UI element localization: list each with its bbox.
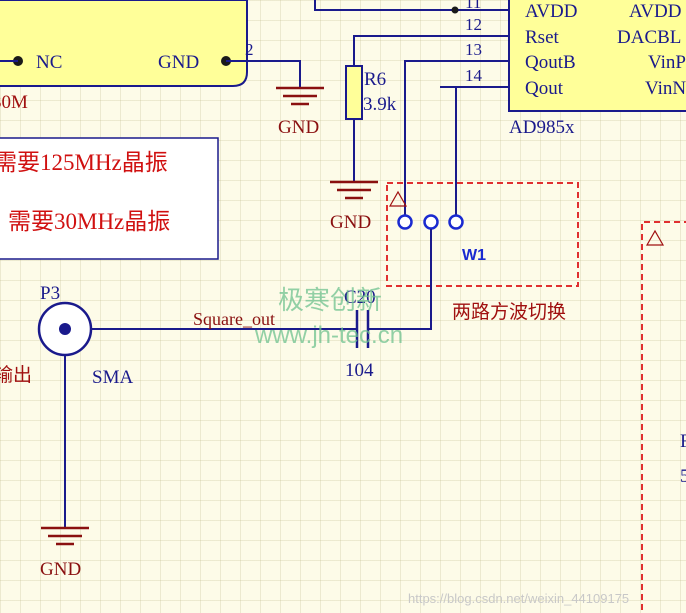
right-partial-label-1: F — [680, 431, 686, 452]
chip-pin-right-2: DACBL — [617, 27, 681, 48]
ground-symbol-r6 — [330, 180, 378, 200]
ground-label-r6: GND — [330, 212, 371, 233]
gnd-pin-label: GND — [158, 52, 199, 73]
osc-pin-number: 2 — [245, 40, 254, 59]
p3-type-label: SMA — [92, 367, 133, 388]
w1-pin-3[interactable] — [448, 214, 464, 230]
square-out-net-label: Square_out — [193, 309, 275, 329]
w1-ref-label: W1 — [462, 247, 486, 264]
w1-pin-2[interactable] — [423, 214, 439, 230]
chip-pin-left-14: Qout — [525, 78, 564, 99]
chip-pin-left-12: Rset — [525, 27, 560, 48]
c20-value-label: 104 — [345, 360, 374, 381]
ground-symbol-p3 — [41, 526, 89, 546]
jumper-w1[interactable] — [397, 214, 464, 230]
w1-to-c20-wire — [372, 229, 432, 330]
chip-pin-right-1: AVDD — [629, 1, 681, 22]
junction-dot-avdd — [451, 6, 459, 14]
chip-pin-right-3: VinP — [648, 52, 686, 73]
chip-pin-num-14: 14 — [465, 66, 483, 85]
ad985x-chip[interactable]: AVDD Rset QoutB Qout AVDD DACBL VinP Vin… — [508, 0, 686, 112]
osc-gnd-wire — [226, 60, 301, 88]
chip-pin-right-4: VinN — [645, 78, 686, 99]
w1-pin-1[interactable] — [397, 214, 413, 230]
chip-pin-num-11: 11 — [465, 0, 481, 12]
chip-name-label: AD985x — [509, 117, 575, 138]
csdn-watermark: https://blog.csdn.net/weixin_44109175 — [408, 591, 629, 606]
chip-pin-lines — [430, 9, 509, 88]
right-triangle-marker — [645, 229, 665, 246]
ground-symbol-osc — [276, 86, 324, 106]
oscillator-component[interactable]: NC GND 2 — [0, 0, 254, 87]
ground-label-p3: GND — [40, 559, 81, 580]
ground-label-osc: GND — [278, 117, 319, 138]
chip-pin-left-13: QoutB — [525, 52, 576, 73]
w1-note-label: 两路方波切换 — [452, 301, 566, 323]
note-30mhz: 需要30MHz晶振 — [8, 209, 170, 234]
jumper-w1-dashed-box — [386, 182, 579, 287]
avdd-wire — [314, 0, 430, 11]
r6-value-label: 3.9k — [363, 94, 397, 115]
watermark-line2: www.jh-tec.cn — [254, 322, 403, 349]
p3-ref-label: P3 — [40, 283, 60, 304]
w1-triangle-marker — [388, 190, 408, 207]
right-dashed-box — [641, 221, 686, 613]
note-box — [0, 137, 219, 260]
qout-wire — [440, 86, 457, 216]
right-partial-label-2: 5 — [680, 466, 686, 487]
note-125mhz: 需要125MHz晶振 — [0, 150, 168, 175]
watermark-line1: 极寒创新 — [278, 286, 382, 315]
p3-side-label: 输出 — [0, 364, 32, 386]
qoutb-wire — [404, 60, 440, 216]
chip-pin-num-13: 13 — [465, 40, 482, 59]
c20-ref-label: C20 — [344, 287, 376, 308]
chip-pin-num-12: 12 — [465, 15, 482, 34]
nc-pin-label: NC — [36, 52, 62, 73]
r6-ref-label: R6 — [364, 69, 386, 90]
resistor-r6[interactable] — [345, 65, 363, 120]
chip-pin-left-11: AVDD — [525, 1, 577, 22]
oscillator-side-label: 30M — [0, 92, 28, 113]
rset-wire — [353, 35, 440, 66]
sma-connector-p3[interactable] — [37, 301, 93, 357]
